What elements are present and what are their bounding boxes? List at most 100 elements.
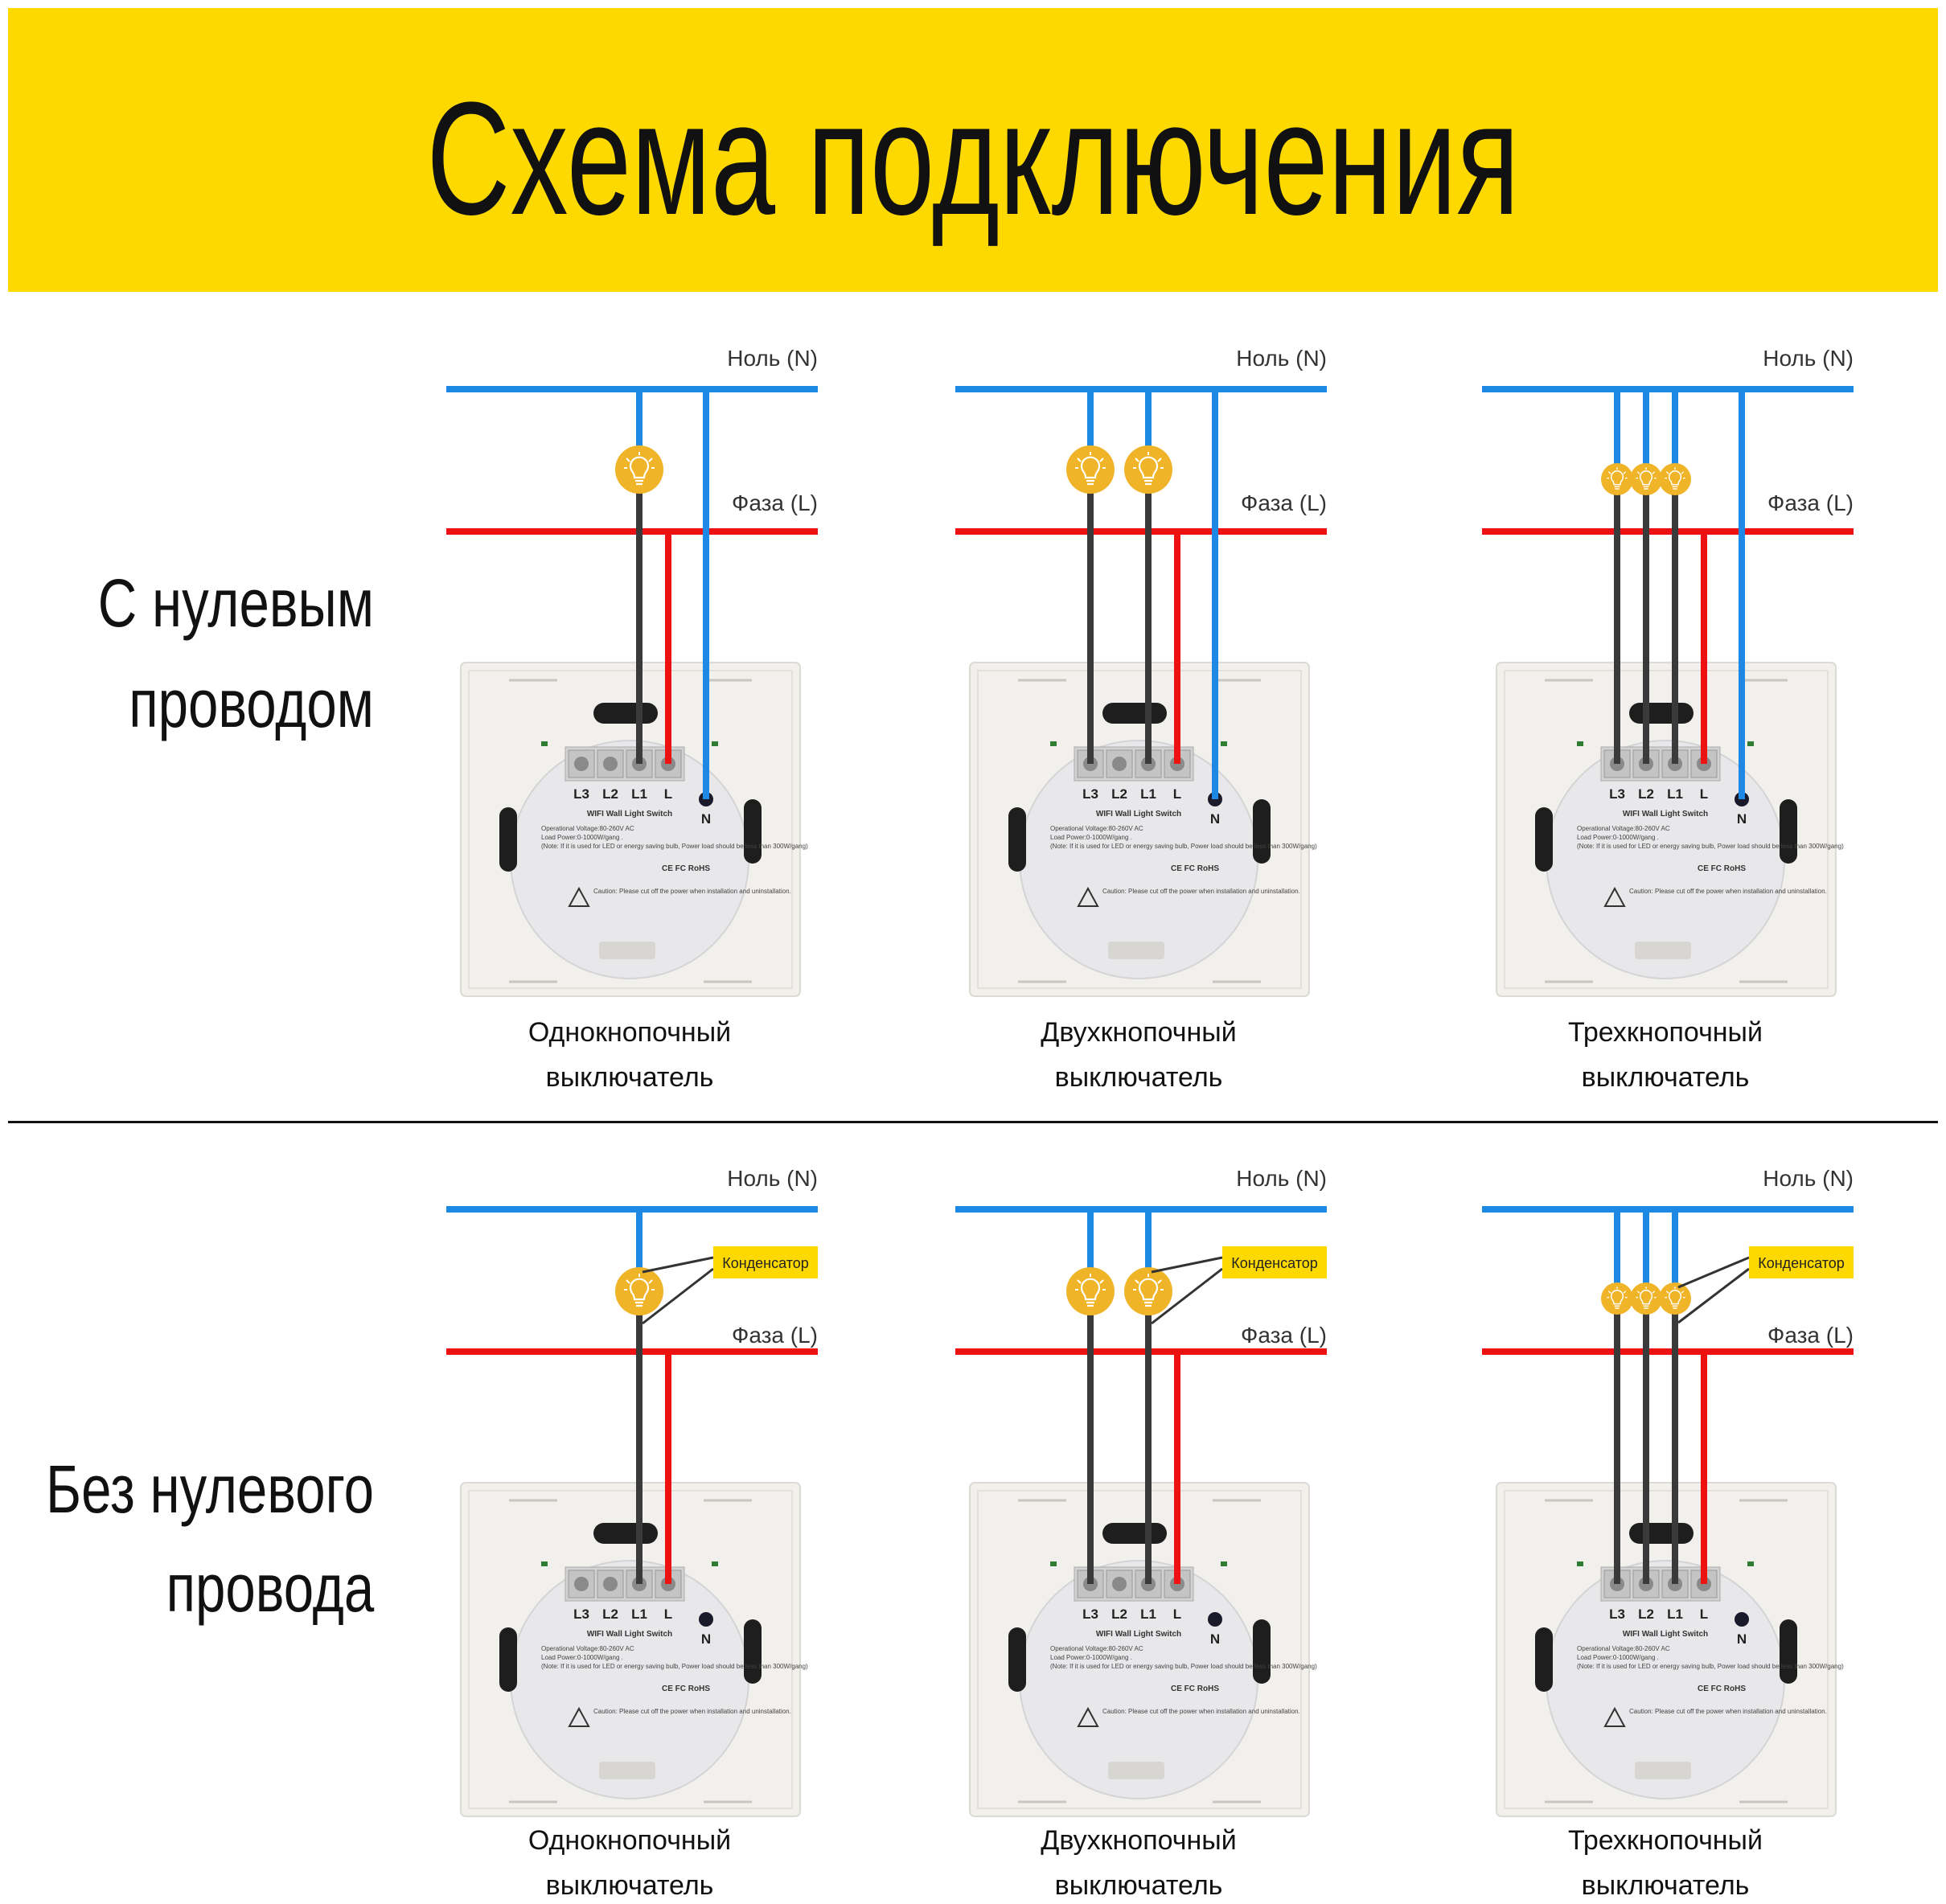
indicator-led — [1221, 741, 1227, 746]
bulb-circle — [1124, 445, 1172, 494]
bulb-ray — [1636, 1291, 1640, 1294]
device-certs: CE FC RoHS — [1698, 864, 1746, 873]
bulb-ray — [1681, 1291, 1685, 1294]
capacitor-label: Конденсатор — [1758, 1255, 1845, 1271]
terminal-label: L2 — [602, 786, 618, 802]
bulb-neutral-wire — [1087, 389, 1094, 470]
bulb-icon — [1124, 445, 1172, 494]
phase-wire — [665, 531, 671, 764]
device-caution: Caution: Please cut off the power when i… — [1629, 888, 1827, 895]
load-wire — [1614, 1299, 1620, 1584]
section-divider — [8, 1121, 1938, 1123]
mounting-ear — [1535, 1627, 1553, 1692]
row-label-without-neutral-line2: провода — [166, 1550, 374, 1626]
mounting-slot — [1629, 703, 1694, 724]
bulb-circle — [615, 445, 663, 494]
device-load: Load Power:0-1000W/gang . — [1577, 1654, 1659, 1661]
neutral-bus-label: Ноль (N) — [727, 346, 818, 371]
phase-bus-label: Фаза (L) — [1241, 490, 1327, 515]
bulb-icon — [615, 445, 663, 494]
neutral-wire — [1212, 389, 1218, 799]
phase-bus — [1482, 528, 1854, 535]
device-certs: CE FC RoHS — [662, 1684, 710, 1693]
terminal-label: L2 — [1638, 786, 1654, 802]
bulb-neutral-wire — [1643, 1209, 1649, 1299]
caution-icon — [1077, 1706, 1099, 1727]
bulb-ray — [1607, 471, 1611, 474]
indicator-led — [1577, 1561, 1583, 1566]
load-wire — [1145, 470, 1152, 764]
indicator-led — [1050, 741, 1057, 746]
neutral-bus — [1482, 386, 1854, 392]
bulb-circle — [1124, 1267, 1172, 1315]
bottom-clip — [599, 1762, 655, 1779]
bulb-circle — [1601, 1282, 1633, 1315]
bulb-ray — [648, 458, 653, 462]
bulb-circle — [1066, 445, 1115, 494]
panel-caption-line2: выключатель — [1055, 1870, 1223, 1901]
bulb-neutral-wire — [636, 389, 643, 470]
device-note: (Note: If it is used for LED or energy s… — [1050, 843, 1317, 850]
load-wire — [1672, 1299, 1678, 1584]
capacitor-box — [1222, 1246, 1327, 1278]
phase-bus — [446, 1348, 818, 1355]
neutral-bus-label: Ноль (N) — [1236, 1166, 1327, 1191]
capacitor-leader — [1677, 1267, 1750, 1324]
neutral-bus-label: Ноль (N) — [1236, 346, 1327, 371]
load-wire — [1672, 479, 1678, 764]
mounting-slot — [1629, 1523, 1694, 1544]
bulb-neutral-wire — [1145, 1209, 1152, 1291]
bulb-neutral-wire — [1087, 1209, 1094, 1291]
bulb-circle — [1066, 1267, 1115, 1315]
indicator-led — [541, 741, 548, 746]
row-label-with-neutral-line1: С нулевым — [97, 565, 374, 641]
terminal-label: L3 — [1082, 1606, 1098, 1622]
phase-bus — [955, 528, 1327, 535]
device-note: (Note: If it is used for LED or energy s… — [1577, 1663, 1844, 1670]
neutral-wire — [703, 389, 709, 799]
terminal-label: L3 — [1609, 1606, 1625, 1622]
device-voltage: Operational Voltage:80-260V AC — [1577, 1645, 1670, 1652]
bulb-neutral-wire — [1643, 389, 1649, 479]
bulb-glass — [1610, 1290, 1624, 1305]
plate-inner-frame — [977, 670, 1302, 989]
neutral-terminal-label: N — [701, 811, 711, 827]
row-label-with-neutral-line2: проводом — [129, 666, 374, 741]
caution-icon — [568, 1706, 590, 1727]
terminal-label: L2 — [1638, 1606, 1654, 1622]
device-name: WIFI Wall Light Switch — [1623, 1630, 1708, 1639]
caution-icon — [1603, 886, 1626, 907]
load-wire — [1643, 1299, 1649, 1584]
mounting-slot — [1102, 1523, 1167, 1544]
terminal-label: L1 — [1667, 1606, 1683, 1622]
terminal-screw — [1112, 1577, 1127, 1591]
bulb-ray — [1099, 458, 1104, 462]
phase-wire — [1174, 1352, 1180, 1584]
terminal-label: L2 — [602, 1606, 618, 1622]
indicator-led — [1577, 741, 1583, 746]
panel-caption-line2: выключатель — [1055, 1062, 1223, 1093]
terminal-label: L1 — [631, 786, 647, 802]
phase-wire — [1701, 531, 1707, 764]
capacitor-box — [713, 1246, 818, 1278]
phase-bus-label: Фаза (L) — [1241, 1323, 1327, 1348]
mounting-ear — [744, 799, 762, 864]
bottom-clip — [1635, 942, 1691, 959]
neutral-bus-label: Ноль (N) — [1763, 1166, 1854, 1191]
device-load: Load Power:0-1000W/gang . — [541, 1654, 623, 1661]
device-note: (Note: If it is used for LED or energy s… — [541, 1663, 808, 1670]
device-name: WIFI Wall Light Switch — [587, 810, 672, 819]
caution-icon — [1077, 886, 1099, 907]
neutral-terminal — [699, 1612, 713, 1627]
bulb-ray — [1665, 1291, 1669, 1294]
bulb-circle — [1630, 463, 1662, 495]
load-wire — [1087, 470, 1094, 764]
mounting-ear — [1008, 807, 1026, 872]
bulb-icon — [1124, 1267, 1172, 1315]
capacitor-box — [1749, 1246, 1854, 1278]
bulb-ray — [1652, 471, 1656, 474]
bulb-ray — [1665, 471, 1669, 474]
